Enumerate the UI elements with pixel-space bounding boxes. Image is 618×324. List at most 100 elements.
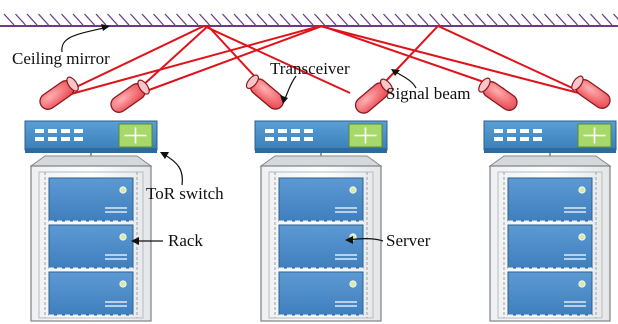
- switch-port: [74, 129, 83, 133]
- hatch-mark: [302, 13, 314, 26]
- switch-port: [507, 129, 516, 133]
- hatch-mark: [348, 13, 360, 26]
- server-body: [278, 271, 364, 316]
- server-led: [578, 233, 586, 241]
- hatch-mark: [199, 13, 210, 26]
- server-body: [278, 177, 364, 222]
- hatch-mark: [15, 13, 26, 26]
- switch-base: [25, 148, 157, 153]
- hatch-mark: [95, 13, 107, 26]
- transceiver: [110, 79, 150, 113]
- rack-unit-2: [254, 120, 388, 322]
- server: [48, 177, 134, 222]
- switch-port: [61, 129, 70, 133]
- arrow-ceiling-mirror: [61, 26, 109, 53]
- server: [507, 224, 593, 269]
- label-tor-switch: ToR switch: [146, 184, 224, 203]
- transceiver: [478, 77, 518, 111]
- switch-port: [304, 129, 313, 133]
- hatch-mark: [72, 13, 84, 26]
- hatch-mark: [130, 13, 141, 26]
- switch-base: [255, 148, 387, 153]
- ceiling-mirror: [0, 13, 618, 27]
- rack-inner-frame: [497, 171, 603, 319]
- hatch-mark: [210, 13, 222, 26]
- signal-beams: [48, 24, 599, 101]
- tor-switch: [483, 120, 617, 153]
- hatch-mark: [498, 13, 509, 26]
- server: [507, 177, 593, 222]
- tor-switch: [254, 120, 388, 153]
- switch-base: [484, 148, 616, 153]
- hatch-mark: [118, 13, 130, 26]
- rack: [260, 165, 382, 322]
- server-led: [578, 280, 586, 288]
- arrow-tor-switch: [162, 153, 183, 186]
- switch-port: [533, 137, 542, 141]
- hatch-mark: [463, 13, 475, 26]
- switch-port: [507, 137, 516, 141]
- signal-beam-5: [48, 24, 599, 101]
- server: [278, 224, 364, 269]
- server-led: [578, 186, 586, 194]
- label-server: Server: [386, 231, 431, 250]
- annotation-arrows: [61, 24, 417, 245]
- hatch-mark: [26, 13, 38, 26]
- hatch-mark: [176, 13, 187, 26]
- server-led: [119, 280, 127, 288]
- hatch-mark: [590, 13, 601, 26]
- switch-port: [35, 129, 44, 133]
- signal-beam-4: [367, 24, 595, 101]
- hatch-mark: [314, 13, 325, 26]
- server: [278, 177, 364, 222]
- switch-port: [494, 137, 503, 141]
- switch-arrows-icon: [577, 123, 612, 148]
- switch-port: [35, 137, 44, 141]
- hatch-mark: [452, 13, 463, 26]
- switch-port: [520, 129, 529, 133]
- hatch-mark: [245, 13, 256, 26]
- switch-port: [48, 137, 57, 141]
- hatch-mark: [371, 13, 383, 26]
- switch-port: [291, 137, 300, 141]
- rack-roof: [488, 155, 612, 167]
- switch-port: [304, 137, 313, 141]
- hatch-mark: [509, 13, 521, 26]
- signal-beam-1: [48, 24, 351, 101]
- switch-port: [278, 137, 287, 141]
- hatch-mark: [279, 13, 291, 26]
- hatch-mark: [567, 13, 578, 26]
- server-led: [349, 280, 357, 288]
- rack-unit-3: [483, 120, 617, 322]
- server: [48, 224, 134, 269]
- server: [48, 271, 134, 316]
- labels: Ceiling mirror Transceiver Signal beam T…: [12, 49, 471, 250]
- label-signal-beam: Signal beam: [386, 84, 471, 103]
- server-led: [349, 186, 357, 194]
- server-body: [507, 224, 593, 269]
- mirror-hatching: [3, 13, 618, 26]
- rack-units: [24, 120, 617, 322]
- hatch-mark: [555, 13, 567, 26]
- rack: [30, 165, 152, 322]
- rack: [489, 165, 611, 322]
- hatch-mark: [475, 13, 486, 26]
- hatch-mark: [406, 13, 417, 26]
- switch-arrows-icon: [348, 123, 383, 148]
- switch-port: [278, 129, 287, 133]
- server-body: [507, 271, 593, 316]
- label-rack: Rack: [168, 231, 203, 250]
- tor-switch: [24, 120, 158, 153]
- hatch-mark: [187, 13, 199, 26]
- hatch-mark: [84, 13, 95, 26]
- hatch-mark: [3, 13, 15, 26]
- server-body: [48, 177, 134, 222]
- transceiver: [39, 76, 79, 110]
- transceiver: [571, 75, 611, 109]
- hatch-mark: [49, 13, 61, 26]
- server: [278, 271, 364, 316]
- hatch-mark: [613, 13, 618, 20]
- switch-port: [533, 129, 542, 133]
- switch-port: [291, 129, 300, 133]
- hatch-mark: [107, 13, 118, 26]
